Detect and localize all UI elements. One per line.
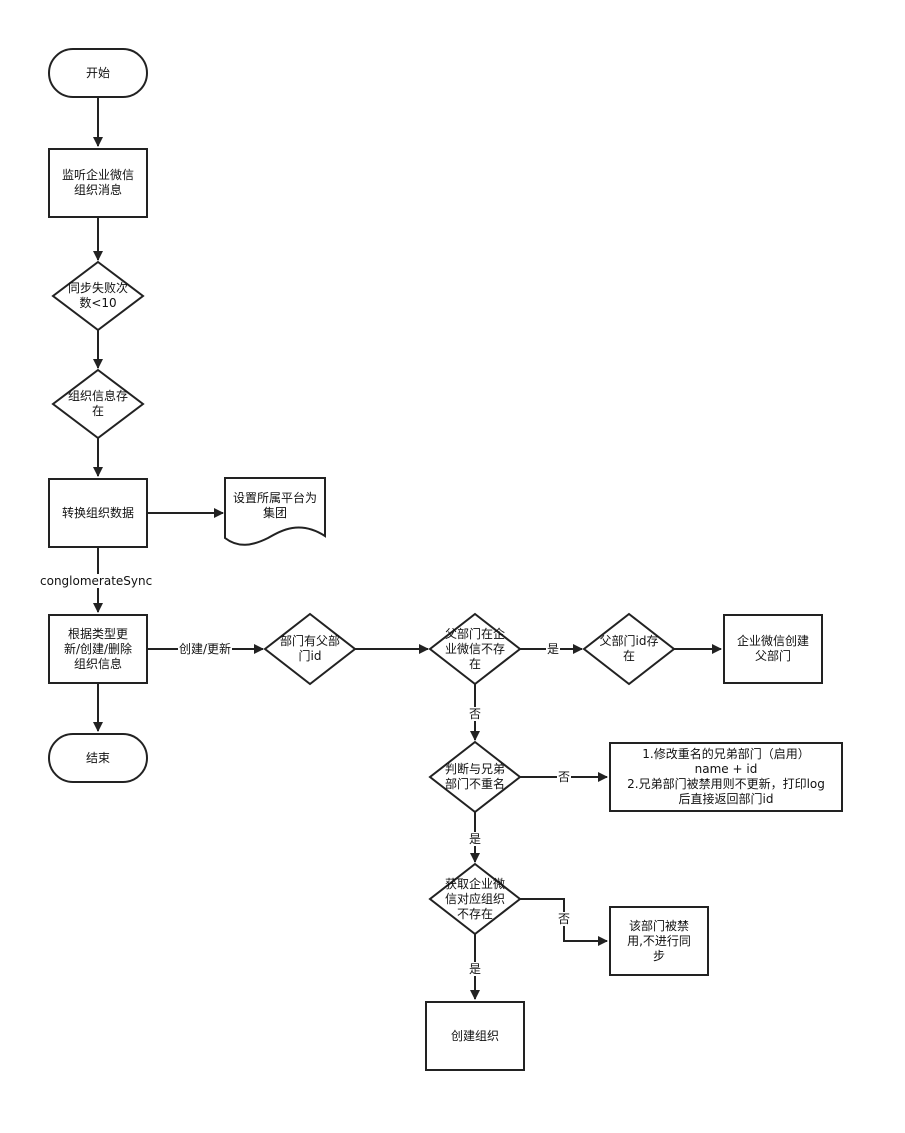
has-parent-diamond xyxy=(263,612,357,686)
no-parent-edge-label: 否 xyxy=(468,707,483,721)
listen-process-box: 监听企业微信 组织消息 xyxy=(48,148,148,218)
yes-sibling-edge-label: 是 xyxy=(468,832,483,846)
no-sibling-edge-label: 否 xyxy=(557,770,572,784)
end-terminal: 结束 xyxy=(48,733,148,783)
retry-check-text: 同步失败次 数<10 xyxy=(67,281,128,310)
yes-parent-edge-label: 是 xyxy=(546,642,561,656)
create-org-process-box: 创建组织 xyxy=(425,1001,525,1071)
sync-edge-label: conglomerateSync xyxy=(39,574,154,588)
convert-process-box: 转换组织数据 xyxy=(48,478,148,548)
rename-note-box: 1.修改重名的兄弟部门（启用） name + id 2.兄弟部门被禁用则不更新，… xyxy=(609,742,843,812)
by-type-process-box: 根据类型更 新/创建/删除 组织信息 xyxy=(48,614,148,684)
org-exists-text: 组织信息存 在 xyxy=(67,389,128,418)
flow-connectors xyxy=(93,98,722,1000)
start-terminal: 开始 xyxy=(48,48,148,98)
parent-missing-text: 父部门在企 业微信不存 在 xyxy=(444,626,505,671)
set-platform-document-text: 设置所属平台为 集团 xyxy=(232,491,317,520)
set-platform-document-shape xyxy=(224,477,326,546)
parent-id-exists-text: 父部门id存 在 xyxy=(599,634,659,663)
yes-get-edge-label: 是 xyxy=(468,962,483,976)
sibling-check-text: 判断与兄弟 部门不重名 xyxy=(444,762,505,791)
create-update-edge-label: 创建/更新 xyxy=(178,642,233,656)
has-parent-text: 部门有父部 门id xyxy=(279,634,340,663)
create-parent-process-box: 企业微信创建 父部门 xyxy=(723,614,823,684)
get-org-missing-text: 获取企业微 信对应组织 不存在 xyxy=(444,876,505,921)
disabled-note-box: 该部门被禁 用,不进行同 步 xyxy=(609,906,709,976)
parent-id-exists-diamond xyxy=(582,612,676,686)
no-get-edge-label: 否 xyxy=(557,912,572,926)
